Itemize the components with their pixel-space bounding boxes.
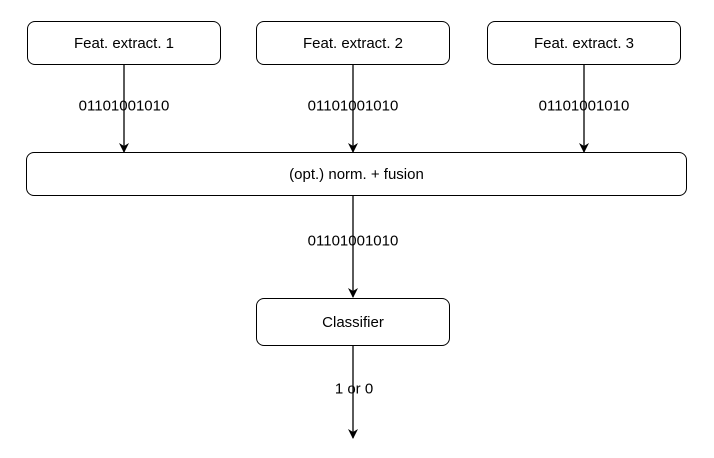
extractor-1-output-label: 01101001010	[78, 97, 170, 115]
feature-extractor-1-label: Feat. extract. 1	[73, 34, 175, 52]
fusion-output-label: 01101001010	[307, 232, 399, 250]
feature-extractor-2-label: Feat. extract. 2	[302, 34, 404, 52]
classifier-output-label: 1 or 0	[334, 380, 374, 398]
feature-extractor-3-box: Feat. extract. 3	[487, 21, 681, 65]
feature-extractor-3-label: Feat. extract. 3	[533, 34, 635, 52]
extractor-3-output-label: 01101001010	[538, 97, 630, 115]
fusion-label: (opt.) norm. + fusion	[289, 165, 424, 183]
extractor-2-output-label: 01101001010	[307, 97, 399, 115]
classifier-box: Classifier	[256, 298, 450, 346]
feature-extractor-1-box: Feat. extract. 1	[27, 21, 221, 65]
fusion-box: (opt.) norm. + fusion	[26, 152, 687, 196]
classifier-label: Classifier	[322, 313, 384, 331]
feature-extractor-2-box: Feat. extract. 2	[256, 21, 450, 65]
